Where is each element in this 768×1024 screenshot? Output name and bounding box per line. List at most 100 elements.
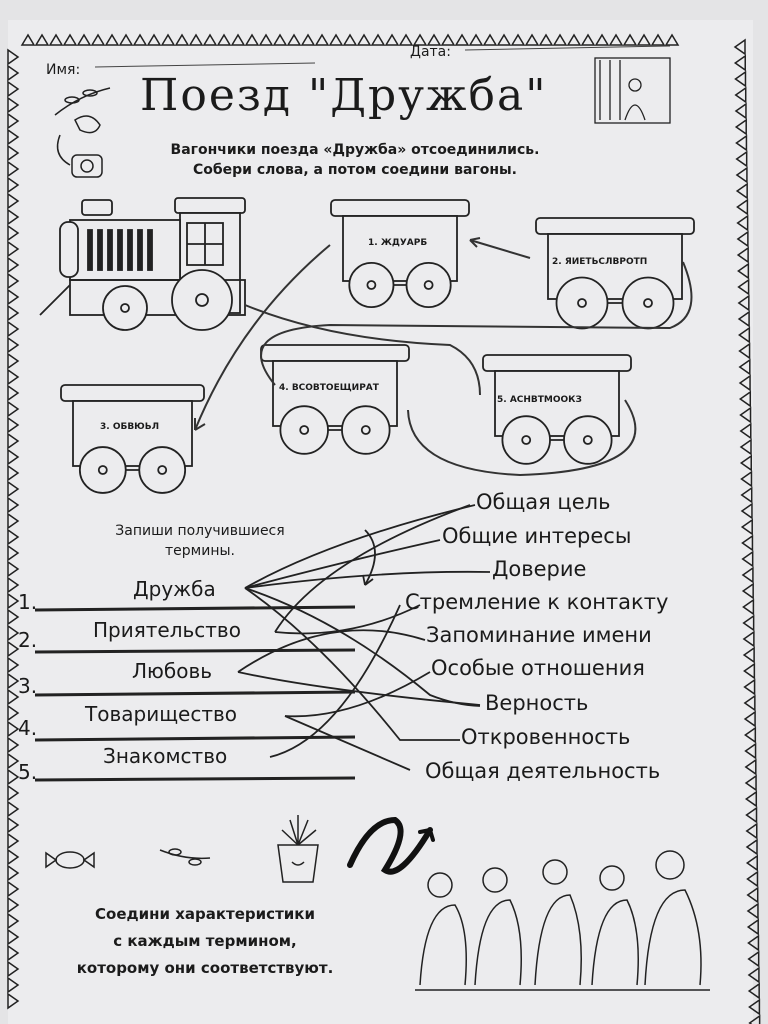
border-triangle [7,880,20,898]
subtitle-line-2: Собери слова, а потом соедини вагоны. [193,162,517,178]
border-triangle [736,230,749,248]
border-triangle [737,262,750,280]
characteristic-item: Общие интересы [442,524,632,548]
border-triangle [7,992,20,1010]
border-triangle [745,806,758,824]
border-triangle [482,33,498,46]
border-triangle [7,272,20,290]
term-acquaintanceship: Приятельство [93,618,241,642]
border-triangle [739,438,752,456]
answer-number: 4. [18,716,38,740]
border-triangle [398,33,414,46]
border-triangle [737,278,750,296]
instruction-line-2: с каждым термином, [113,932,297,950]
border-triangle [733,38,746,56]
border-triangle [146,33,162,46]
border-triangle [440,33,456,46]
border-triangle [736,214,749,232]
border-triangle [566,33,582,46]
border-triangle [734,70,747,88]
border-triangle [7,736,20,754]
answer-number: 5. [18,760,38,784]
border-triangle [7,592,20,610]
border-triangle [7,944,20,962]
border-triangle [7,976,20,994]
border-triangle [552,33,568,46]
border-triangle [426,33,442,46]
border-triangle [7,96,20,114]
friends-group-illustration [415,850,710,991]
border-triangle [7,448,20,466]
wagon-1-label: 1. ЖДУАРБ [368,238,428,248]
wagon-3-icon [60,384,205,494]
border-triangle [650,33,666,46]
border-triangle [735,166,748,184]
border-triangle [510,33,526,46]
border-triangle [744,726,757,744]
border-triangle [737,294,750,312]
write-prompt-line-1: Запиши получившиеся [115,523,285,539]
border-triangle [748,1014,761,1024]
border-triangle [300,33,316,46]
border-triangle [7,144,20,162]
border-triangle [7,208,20,226]
border-triangle [7,800,20,818]
border-triangle [594,33,610,46]
border-triangle [7,544,20,562]
squiggle-arrow-icon [347,816,435,875]
border-triangle [737,310,750,328]
wagon-4-icon [260,344,410,455]
window-illustration-icon [594,57,671,124]
border-triangle [747,934,760,952]
wagon-connection-arrows [194,237,693,477]
border-triangle [748,998,761,1016]
border-triangle [622,33,638,46]
date-line [464,45,671,51]
border-triangle [7,528,20,546]
border-triangle [636,33,652,46]
border-triangle [342,33,358,46]
characteristic-item: Общая деятельность [425,759,661,783]
border-triangle [742,646,755,664]
border-triangle [7,656,20,674]
border-triangle [747,966,760,984]
border-triangle [741,534,754,552]
border-triangle [735,134,748,152]
border-triangle [744,790,758,808]
border-triangle [738,358,751,376]
border-triangle [738,390,752,408]
border-triangle [90,33,106,46]
border-triangle [454,33,470,46]
border-triangle [742,614,755,632]
border-triangle [7,864,20,882]
border-triangle [7,560,20,578]
border-triangle [7,816,20,834]
border-triangle [286,33,302,46]
term-friendship: Дружба [133,577,216,601]
border-triangle [7,320,20,338]
border-triangle [7,160,20,178]
border-triangle [741,582,754,600]
border-triangle [104,33,120,46]
border-triangle [734,118,747,136]
border-triangle [7,640,20,658]
term-acquaintance: Знакомство [103,744,228,768]
border-triangle [739,422,752,440]
border-triangle [174,33,190,46]
wagon-1-icon [330,199,470,308]
border-triangle [7,416,20,434]
border-triangle [7,480,20,498]
border-triangle [258,33,274,46]
border-triangle [7,896,20,914]
border-triangle [7,432,20,450]
border-triangle [7,384,20,402]
wagon-3-label: 3. ОБВЮЬЛ [100,422,160,432]
border-triangle [7,368,20,386]
border-triangle [741,566,754,584]
border-triangle [747,950,760,968]
border-triangle [739,454,752,472]
border-triangle [740,518,753,536]
border-triangle [7,192,20,210]
border-triangle [7,960,20,978]
border-triangle [743,678,756,696]
